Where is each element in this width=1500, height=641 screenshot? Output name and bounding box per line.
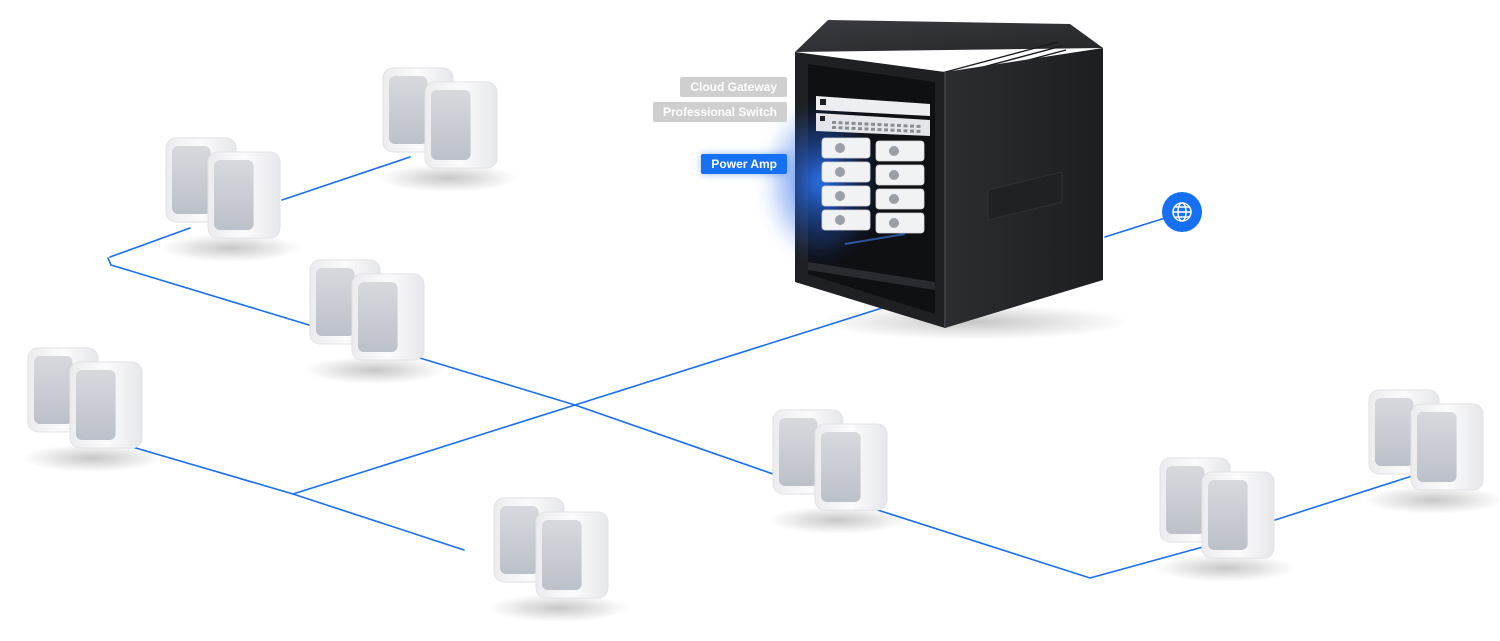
- speaker-pair: [489, 497, 629, 622]
- speaker: [424, 81, 498, 169]
- speaker-pair: [1364, 389, 1500, 514]
- rack-shelf-highlight: [844, 233, 906, 245]
- cable-segment: [109, 227, 191, 258]
- rack-shelf: [808, 262, 935, 290]
- speaker-group: [23, 67, 1500, 622]
- speaker-pair: [305, 259, 445, 384]
- speaker: [814, 423, 888, 511]
- amp-module: [875, 212, 925, 234]
- power-amp-unit: [821, 137, 925, 234]
- switch-port: [897, 124, 901, 127]
- cable-segment: [409, 354, 576, 406]
- label-power-amp: Power Amp: [701, 154, 787, 174]
- cloud-gateway-unit: [816, 96, 930, 116]
- switch-port: [910, 124, 914, 128]
- switch-port: [890, 123, 895, 127]
- speaker: [535, 511, 609, 599]
- switch-unit: [816, 113, 930, 136]
- network-rack: [762, 20, 1130, 340]
- amp-knob: [835, 215, 845, 225]
- switch-port: [871, 122, 875, 126]
- switch-port: [832, 126, 836, 129]
- switch-port: [884, 123, 888, 127]
- speaker-pair: [378, 67, 518, 192]
- label-cloud-gateway: Cloud Gateway: [680, 77, 787, 97]
- cable-segment: [1104, 217, 1166, 238]
- cable-network: [107, 156, 1413, 579]
- switch-port: [903, 129, 908, 133]
- speaker: [207, 151, 281, 239]
- switch-port: [845, 121, 849, 125]
- switch-port: [864, 122, 869, 126]
- amp-module: [875, 140, 925, 162]
- switch-port: [871, 127, 875, 131]
- rack-top: [795, 20, 1103, 52]
- amp-knob: [835, 191, 845, 201]
- switch-port: [890, 128, 895, 132]
- switch-port: [845, 126, 849, 130]
- switch-port: [838, 126, 843, 130]
- switch-port: [838, 121, 843, 125]
- switch-port: [877, 128, 882, 132]
- globe-icon: [1172, 202, 1192, 222]
- amp-knob: [835, 143, 845, 153]
- internet-node: [1162, 192, 1202, 232]
- amp-knob: [835, 167, 845, 177]
- switch-port: [916, 124, 921, 128]
- speaker-pair: [23, 347, 163, 472]
- speaker-pair: [161, 137, 301, 262]
- amp-module: [821, 161, 871, 183]
- switch-port: [864, 127, 869, 131]
- speaker: [1201, 471, 1275, 559]
- amp-module: [875, 188, 925, 210]
- speaker: [1410, 403, 1484, 491]
- amp-module: [875, 164, 925, 186]
- rack-side-vent: [987, 171, 1063, 221]
- speaker: [351, 273, 425, 361]
- speaker-pair: [768, 409, 908, 534]
- amp-module: [821, 185, 871, 207]
- switch-port: [858, 122, 862, 126]
- amp-knob: [889, 170, 899, 180]
- switch-port: [897, 129, 901, 132]
- speaker-pair: [1155, 457, 1295, 582]
- amp-knob: [889, 146, 899, 156]
- switch-port: [877, 123, 882, 127]
- amp-knob: [889, 218, 899, 228]
- switch-port: [851, 126, 856, 130]
- switch-port: [858, 127, 862, 131]
- cable-segment: [1274, 475, 1413, 521]
- switch-port: [910, 129, 914, 133]
- switch-port: [903, 124, 908, 128]
- switch-port: [916, 129, 921, 133]
- cable-segment: [292, 493, 465, 551]
- amp-knob: [889, 194, 899, 204]
- label-professional-switch: Professional Switch: [652, 102, 787, 122]
- amp-module: [821, 209, 871, 231]
- cable-segment: [107, 257, 310, 326]
- switch-port: [884, 128, 888, 132]
- speaker: [69, 361, 143, 449]
- cable-segment: [574, 404, 1211, 579]
- amp-module: [821, 137, 871, 159]
- switch-port: [832, 121, 836, 124]
- cable-segment: [121, 307, 883, 495]
- cable-segment: [281, 156, 411, 201]
- switch-port: [851, 121, 856, 125]
